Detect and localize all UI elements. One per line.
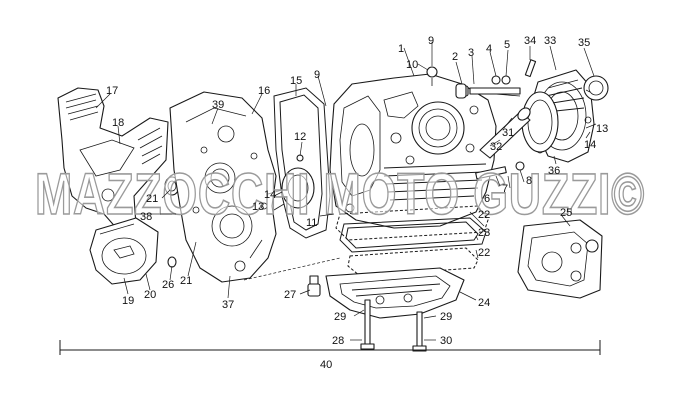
timing-cover-part	[57, 87, 169, 231]
callout-33: 33	[544, 35, 556, 47]
callout-7: 7	[502, 183, 508, 195]
callout-39: 39	[212, 99, 224, 111]
callout-22-lower: 22	[478, 247, 490, 259]
callout-32: 32	[490, 141, 502, 153]
callout-5: 5	[504, 39, 510, 51]
callout-31: 31	[502, 127, 514, 139]
callout-35: 35	[578, 37, 590, 49]
callout-25: 25	[560, 207, 572, 219]
callout-21-lower: 21	[180, 275, 192, 287]
callout-23: 23	[478, 227, 490, 239]
callout-11: 11	[306, 217, 317, 229]
callout-29-left: 29	[334, 311, 346, 323]
filter-cover-part	[517, 219, 603, 299]
callout-19: 19	[122, 295, 134, 307]
drain-plug-part	[307, 275, 321, 297]
assembly-bracket	[59, 340, 601, 355]
timing-gasket-part	[273, 87, 331, 239]
callout-8: 8	[526, 175, 532, 187]
studs-top-part	[455, 75, 521, 99]
callout-17: 17	[106, 85, 118, 97]
callout-21-upper: 21	[146, 193, 158, 205]
callout-15: 15	[290, 75, 302, 87]
callout-29-right: 29	[440, 311, 452, 323]
callout-16: 16	[258, 85, 270, 97]
sump-gaskets-part	[335, 205, 489, 277]
pin-part	[524, 59, 537, 78]
callout-20: 20	[144, 289, 156, 301]
callout-13-left: 13	[252, 201, 264, 213]
callout-36: 36	[548, 165, 560, 177]
callout-13-right: 13	[596, 123, 608, 135]
callout-24: 24	[478, 297, 490, 309]
callout-labels: 17 18 19 20 26 21 21 38 39 16 37 15 12 1…	[106, 35, 608, 371]
callout-27: 27	[284, 289, 296, 301]
rear-seal-part	[583, 75, 609, 101]
callout-14-right: 14	[584, 139, 596, 151]
callout-3: 3	[468, 47, 474, 59]
callout-34: 34	[524, 35, 536, 47]
callout-14-left: 14	[264, 189, 276, 201]
callout-12: 12	[294, 131, 306, 143]
callout-30: 30	[440, 335, 452, 347]
alternator-cover-part	[89, 217, 159, 285]
callout-22-upper: 22	[478, 209, 490, 221]
callout-28: 28	[332, 335, 344, 347]
callout-38: 38	[140, 211, 152, 223]
watermark-text: MAZZOCCHI MOTO GUZZI©	[35, 162, 645, 227]
callout-18: 18	[112, 117, 124, 129]
callout-9-left: 9	[314, 69, 320, 81]
oil-pump-cover-part	[267, 154, 315, 211]
callout-4: 4	[486, 43, 492, 55]
callout-26: 26	[162, 279, 174, 291]
sump-bolts-part	[360, 299, 427, 352]
callout-2: 2	[452, 51, 458, 63]
callout-9-top: 9	[428, 35, 434, 47]
callout-40: 40	[320, 359, 332, 371]
leader-lines	[95, 42, 597, 341]
callout-6: 6	[484, 193, 490, 205]
callout-37: 37	[222, 299, 234, 311]
callout-10: 10	[406, 59, 418, 71]
timing-case-part	[169, 91, 277, 283]
callout-1: 1	[398, 43, 404, 55]
crankcase-part	[329, 66, 497, 229]
